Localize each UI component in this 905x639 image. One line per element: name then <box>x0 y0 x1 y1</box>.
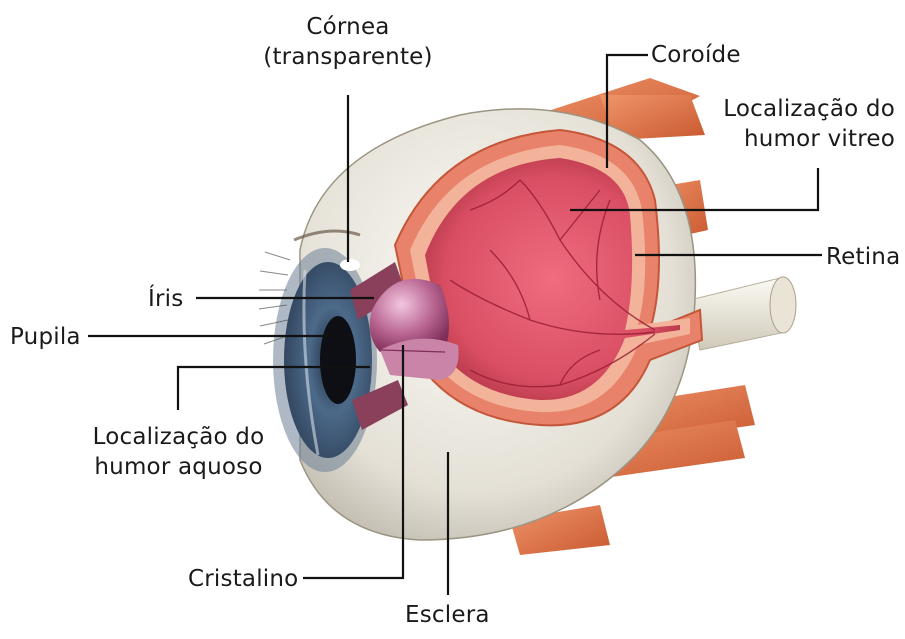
label-cornea: Córnea (transparente) <box>258 12 438 72</box>
label-esclera: Esclera <box>405 600 490 630</box>
label-cornea-line2: (transparente) <box>258 42 438 72</box>
label-vitreo-line1: Localização do <box>690 94 895 124</box>
optic-nerve <box>690 277 796 350</box>
label-aquoso: Localização do humor aquoso <box>86 422 271 482</box>
label-iris: Íris <box>148 284 183 314</box>
label-cornea-line1: Córnea <box>258 12 438 42</box>
label-aquoso-line1: Localização do <box>86 422 271 452</box>
label-vitreo: Localização do humor vitreo <box>690 94 895 154</box>
label-vitreo-line2: humor vitreo <box>690 124 895 154</box>
label-coroide: Coroíde <box>651 40 741 70</box>
label-aquoso-line2: humor aquoso <box>86 452 271 482</box>
label-cristalino: Cristalino <box>188 564 298 594</box>
label-pupila: Pupila <box>10 322 81 352</box>
label-retina: Retina <box>826 242 900 272</box>
